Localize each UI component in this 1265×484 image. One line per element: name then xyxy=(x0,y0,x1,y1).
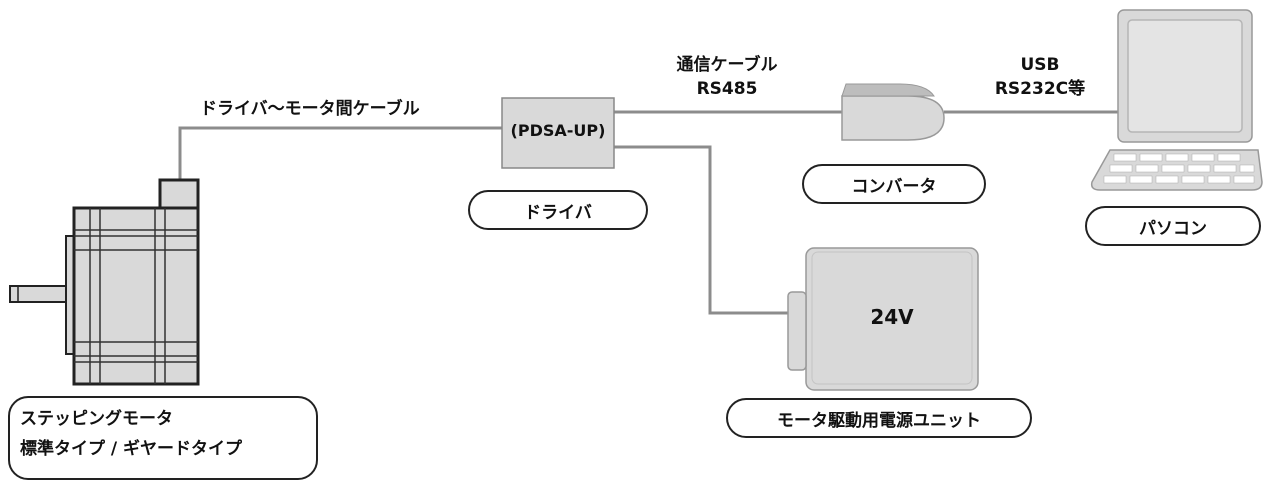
rs485-label: RS485 xyxy=(696,79,758,99)
driver-caption: ドライバ xyxy=(468,190,648,230)
comm-cable-label: 通信ケーブル xyxy=(676,55,778,75)
motor-caption-line1: ステッピングモータ xyxy=(20,409,173,429)
motor-driver-cable-label: ドライバ〜モータ間ケーブル xyxy=(200,99,420,119)
power-voltage-label: 24V xyxy=(870,305,914,329)
cables xyxy=(178,110,1118,315)
power-unit-device xyxy=(787,247,979,391)
power-unit-caption: モータ駆動用電源ユニット xyxy=(726,398,1032,438)
converter-caption-text: コンバータ xyxy=(851,176,937,197)
motor-caption: ステッピングモータ 標準タイプ / ギヤードタイプ xyxy=(8,396,318,480)
motor-driver-cable xyxy=(178,126,502,180)
converter-caption: コンバータ xyxy=(802,164,986,204)
motor-caption-line2: 標準タイプ / ギヤードタイプ xyxy=(20,439,243,459)
power-cable xyxy=(614,145,788,315)
converter-device xyxy=(841,83,945,141)
usb-label: USB xyxy=(1020,55,1060,75)
driver-caption-text: ドライバ xyxy=(524,202,592,223)
driver-device xyxy=(501,97,615,169)
stepping-motor xyxy=(9,178,200,386)
driver-model-label: (PDSA-UP) xyxy=(510,121,606,140)
pc-device xyxy=(1090,9,1263,191)
power-unit-caption-text: モータ駆動用電源ユニット xyxy=(777,410,981,431)
rs232c-label: RS232C等 xyxy=(994,79,1086,99)
pc-caption: パソコン xyxy=(1085,206,1261,246)
pc-caption-text: パソコン xyxy=(1139,218,1207,239)
